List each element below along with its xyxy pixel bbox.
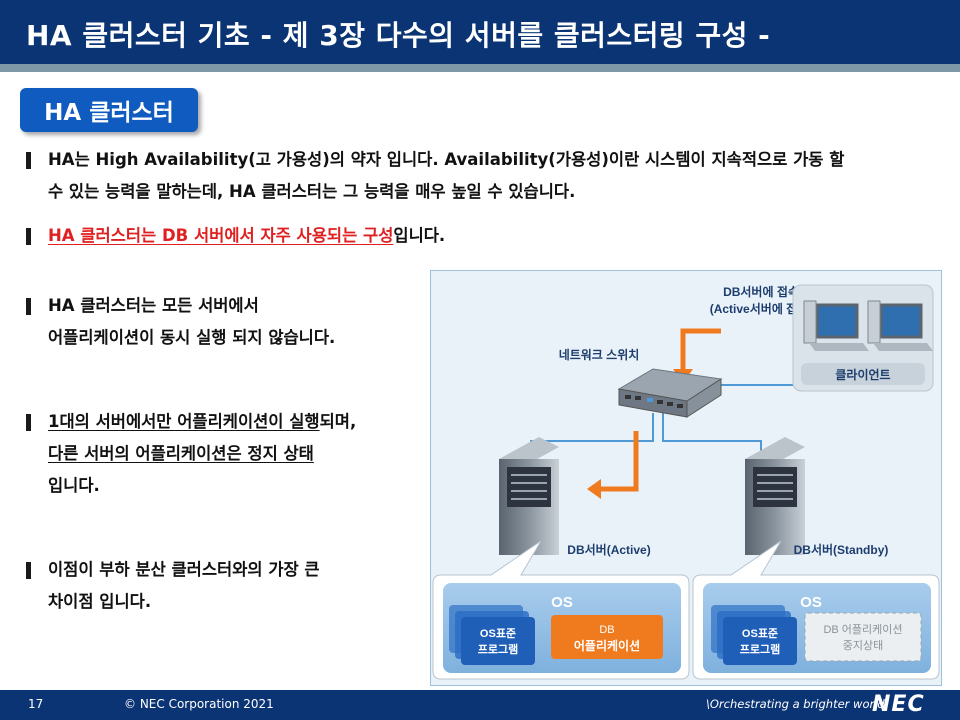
standby-os-label: OS [800, 594, 822, 611]
difference-line2: 차이점 입니다. [48, 592, 152, 611]
not-simultaneous-line1: HA 클러스터는 모든 서버에서 [48, 296, 259, 315]
standby-os-program-line1: OS표준 [742, 627, 778, 640]
bullet-marker [26, 562, 31, 579]
bullet-ha-definition: HA는 High Availability(고 가용성)의 약자 입니다. Av… [26, 144, 946, 208]
single-active-suffix: 되며, [319, 412, 357, 431]
db-access-label: DB서버에 접속 [723, 284, 799, 299]
single-active-underlined: 1대의 서버에서만 어플리케이션이 실행 [48, 412, 320, 431]
route-arrow-head [587, 479, 601, 499]
bullet-marker [26, 414, 31, 431]
standby-server-icon [745, 437, 805, 555]
db-usage-highlight: HA 클러스터는 DB 서버에서 자주 사용되는 구성 [48, 226, 394, 245]
ha-cluster-diagram: DB서버에 접속 (Active서버에 접속) 네트워크 스위치 [430, 270, 942, 686]
tagline-text: \Orchestrating a brighter world [706, 697, 885, 711]
db-app-running-line1: DB [599, 624, 614, 636]
standby-server-label: DB서버(Standby) [794, 542, 889, 557]
db-access-sublabel: (Active서버에 접속) [710, 301, 813, 316]
db-app-stopped-box [804, 612, 922, 662]
route-arrow [599, 431, 639, 492]
active-os-program-box [461, 617, 535, 665]
bullet-not-simultaneous: HA 클러스터는 모든 서버에서 어플리케이션이 동시 실행 되지 않습니다. [26, 290, 426, 354]
nec-logo: NEC [872, 692, 925, 717]
copyright-text: © NEC Corporation 2021 [124, 697, 274, 711]
bullet-marker [26, 152, 31, 169]
active-os-program-line1: OS표준 [480, 627, 516, 640]
bullet-single-active: 1대의 서버에서만 어플리케이션이 실행되며, 다른 서버의 어플리케이션은 정… [26, 406, 426, 502]
active-os-label: OS [551, 594, 573, 611]
network-switch-icon [617, 368, 723, 418]
client-label: 클라이언트 [835, 367, 890, 382]
bullet-db-usage: HA 클러스터는 DB 서버에서 자주 사용되는 구성입니다. [26, 220, 726, 252]
bullet-difference: 이점이 부하 분산 클러스터와의 가장 큰 차이점 입니다. [26, 554, 426, 618]
network-switch-label: 네트워크 스위치 [559, 347, 640, 362]
active-server-label: DB서버(Active) [567, 542, 650, 557]
bullet-ha-definition-line1: HA는 High Availability(고 가용성)의 약자 입니다. Av… [48, 150, 845, 169]
header-divider [0, 64, 960, 72]
header-bar: HA 클러스터 기초 - 제 3장 다수의 서버를 클러스터링 구성 - [0, 0, 960, 64]
section-badge: HA 클러스터 [20, 88, 198, 132]
access-arrow [680, 328, 721, 371]
page-number: 17 [28, 697, 44, 711]
standby-os-program-box [723, 617, 797, 665]
active-os-program-line2: 프로그램 [478, 642, 518, 656]
footer-bar: 17 © NEC Corporation 2021 \Orchestrating… [0, 690, 960, 720]
bullet-marker [26, 228, 31, 245]
db-usage-suffix: 입니다. [393, 226, 446, 245]
db-app-stopped-line1: DB 어플리케이션 [823, 623, 902, 636]
bullet-marker [26, 298, 31, 315]
client-pc-icon [867, 300, 933, 351]
client-label-box [801, 363, 925, 385]
not-simultaneous-line2: 어플리케이션이 동시 실행 되지 않습니다. [48, 328, 336, 347]
standby-os-program-line2: 프로그램 [740, 642, 780, 656]
db-app-stopped-line2: 중지상태 [843, 639, 883, 652]
slide-title: HA 클러스터 기초 - 제 3장 다수의 서버를 클러스터링 구성 - [26, 19, 771, 52]
db-app-running-box [551, 615, 663, 659]
difference-line1: 이점이 부하 분산 클러스터와의 가장 큰 [48, 560, 320, 579]
single-active-line3: 입니다. [48, 476, 100, 495]
active-server-icon [499, 437, 559, 555]
bullet-ha-definition-line2: 수 있는 능력을 말하는데, HA 클러스터는 그 능력을 매우 높일 수 있습… [48, 182, 576, 201]
client-pc-icon [803, 300, 869, 351]
other-stopped-underlined: 다른 서버의 어플리케이션은 정지 상태 [48, 444, 314, 463]
db-app-running-line2: 어플리케이션 [574, 638, 640, 653]
